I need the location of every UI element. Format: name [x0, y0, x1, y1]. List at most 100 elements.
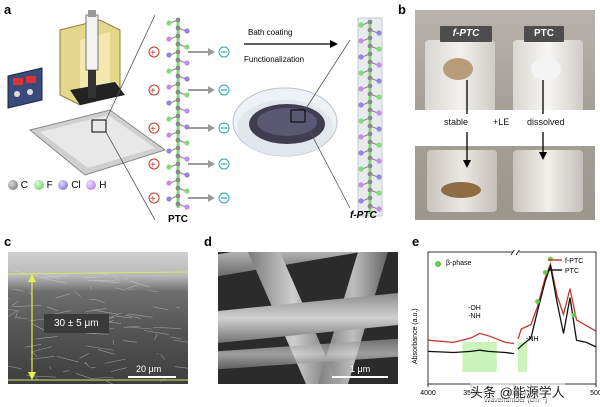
- fiber-strand: [35, 336, 58, 340]
- fiber-strand: [143, 330, 169, 335]
- fptc-stable-membrane: [441, 182, 481, 198]
- atom-sphere: [175, 65, 181, 71]
- vial-ptc-bottom: [513, 150, 583, 212]
- panel-d-label: d: [204, 234, 212, 249]
- panel-a-label: a: [4, 2, 12, 17]
- atom-h: H: [99, 180, 107, 191]
- fiber-strand: [25, 344, 42, 348]
- beta-marker: [542, 270, 548, 275]
- beta-marker: [535, 299, 540, 304]
- atom-sphere: [175, 153, 181, 159]
- atom-sphere: [184, 44, 190, 50]
- ptc-label: PTC: [168, 214, 188, 225]
- fiber-strand: [13, 305, 42, 307]
- fiber-strand: [152, 306, 168, 311]
- fiber-strand: [85, 332, 109, 335]
- atom-sphere: [166, 100, 172, 106]
- atom-sphere: [175, 81, 181, 87]
- chlorine-icon: [58, 180, 69, 191]
- atom-sphere: [175, 33, 181, 39]
- ftir-chart: 4000350030001500500 f-PTC PTC: [420, 250, 600, 397]
- atom-sphere: [358, 150, 364, 156]
- atom-sphere: [367, 99, 373, 105]
- atom-sphere: [367, 115, 373, 121]
- atom-sphere: [175, 97, 181, 103]
- fiber-strand: [115, 287, 127, 291]
- atom-sphere: [367, 27, 373, 33]
- atom-sphere: [175, 17, 181, 23]
- fiber-strand: [62, 370, 69, 373]
- atom-sphere: [184, 108, 190, 114]
- fiber-strand: [112, 339, 114, 345]
- sem-d-fibers: [218, 252, 398, 384]
- atom-sphere: [376, 158, 382, 164]
- watermark: 头条 @能源学人: [470, 382, 565, 401]
- atom-sphere: [175, 89, 181, 95]
- legend-ptc-text: PTC: [565, 268, 579, 275]
- fiber-strand: [39, 277, 67, 284]
- fiber-strand: [48, 365, 52, 370]
- panel-b-label: b: [398, 2, 406, 17]
- atom-sphere: [184, 28, 190, 34]
- atom-legend: C F Cl H: [8, 180, 107, 191]
- atom-sphere: [184, 60, 190, 66]
- atom-sphere: [376, 142, 382, 148]
- peak-nh-b-text: -NH: [526, 336, 539, 343]
- atom-sphere: [367, 195, 373, 201]
- atom-sphere: [175, 73, 181, 79]
- legend-fptc-text: f-PTC: [565, 258, 583, 265]
- label-stable: stable: [444, 117, 469, 127]
- atom-sphere: [184, 156, 190, 162]
- scale-d-bar: [332, 376, 388, 378]
- fiber-strand: [130, 280, 151, 288]
- atom-sphere: [175, 49, 181, 55]
- fiber-strand: [114, 276, 121, 282]
- atom-sphere: [166, 84, 172, 90]
- atom-sphere: [358, 38, 364, 44]
- atom-sphere: [358, 70, 364, 76]
- fiber-strand: [116, 315, 133, 319]
- atom-sphere: [367, 155, 373, 161]
- fiber-strand: [16, 317, 28, 320]
- y-axis-label: Absorbance (a.u.): [412, 308, 419, 364]
- series-line-f-ptc: [427, 332, 515, 345]
- fiber-strand: [8, 310, 18, 317]
- fiber-strand: [85, 361, 90, 368]
- atom-sphere: [367, 123, 373, 129]
- label-band: [415, 110, 595, 146]
- fiber-strand: [173, 339, 188, 343]
- atom-sphere: [376, 206, 382, 212]
- atom-sphere: [376, 46, 382, 52]
- svg-text:+: +: [150, 48, 156, 59]
- atom-sphere: [166, 36, 172, 42]
- scale-c-text: 20 μm: [136, 364, 162, 374]
- atom-sphere: [175, 105, 181, 111]
- fiber-strand: [110, 367, 127, 372]
- panel-a-illustration: + + + + +: [7, 10, 383, 221]
- atom-sphere: [358, 22, 364, 28]
- peak-highlight: [462, 342, 497, 372]
- fiber-strand: [127, 313, 153, 318]
- scale-c-bar: [128, 376, 176, 378]
- vial-ptc-top: [513, 40, 583, 112]
- tag-ptc: PTC: [524, 26, 564, 42]
- atom-sphere: [376, 110, 382, 116]
- atom-sphere: [175, 193, 181, 199]
- fiber-strand: [13, 270, 39, 277]
- atom-sphere: [184, 92, 190, 98]
- fiber-strand: [123, 340, 138, 343]
- beta-marker: [571, 312, 577, 318]
- panel-c-label: c: [4, 234, 12, 249]
- peak-highlight: [518, 342, 528, 372]
- atom-sphere: [358, 102, 364, 108]
- atom-sphere: [367, 147, 373, 153]
- scale-d-text: 1 μm: [350, 364, 371, 374]
- atom-sphere: [367, 203, 373, 209]
- fiber-strand: [30, 356, 55, 360]
- ptc-membrane: [531, 58, 561, 80]
- atom-sphere: [166, 196, 172, 202]
- atom-sphere: [358, 86, 364, 92]
- atom-sphere: [376, 62, 382, 68]
- atom-f: F: [46, 180, 53, 191]
- atom-sphere: [367, 35, 373, 41]
